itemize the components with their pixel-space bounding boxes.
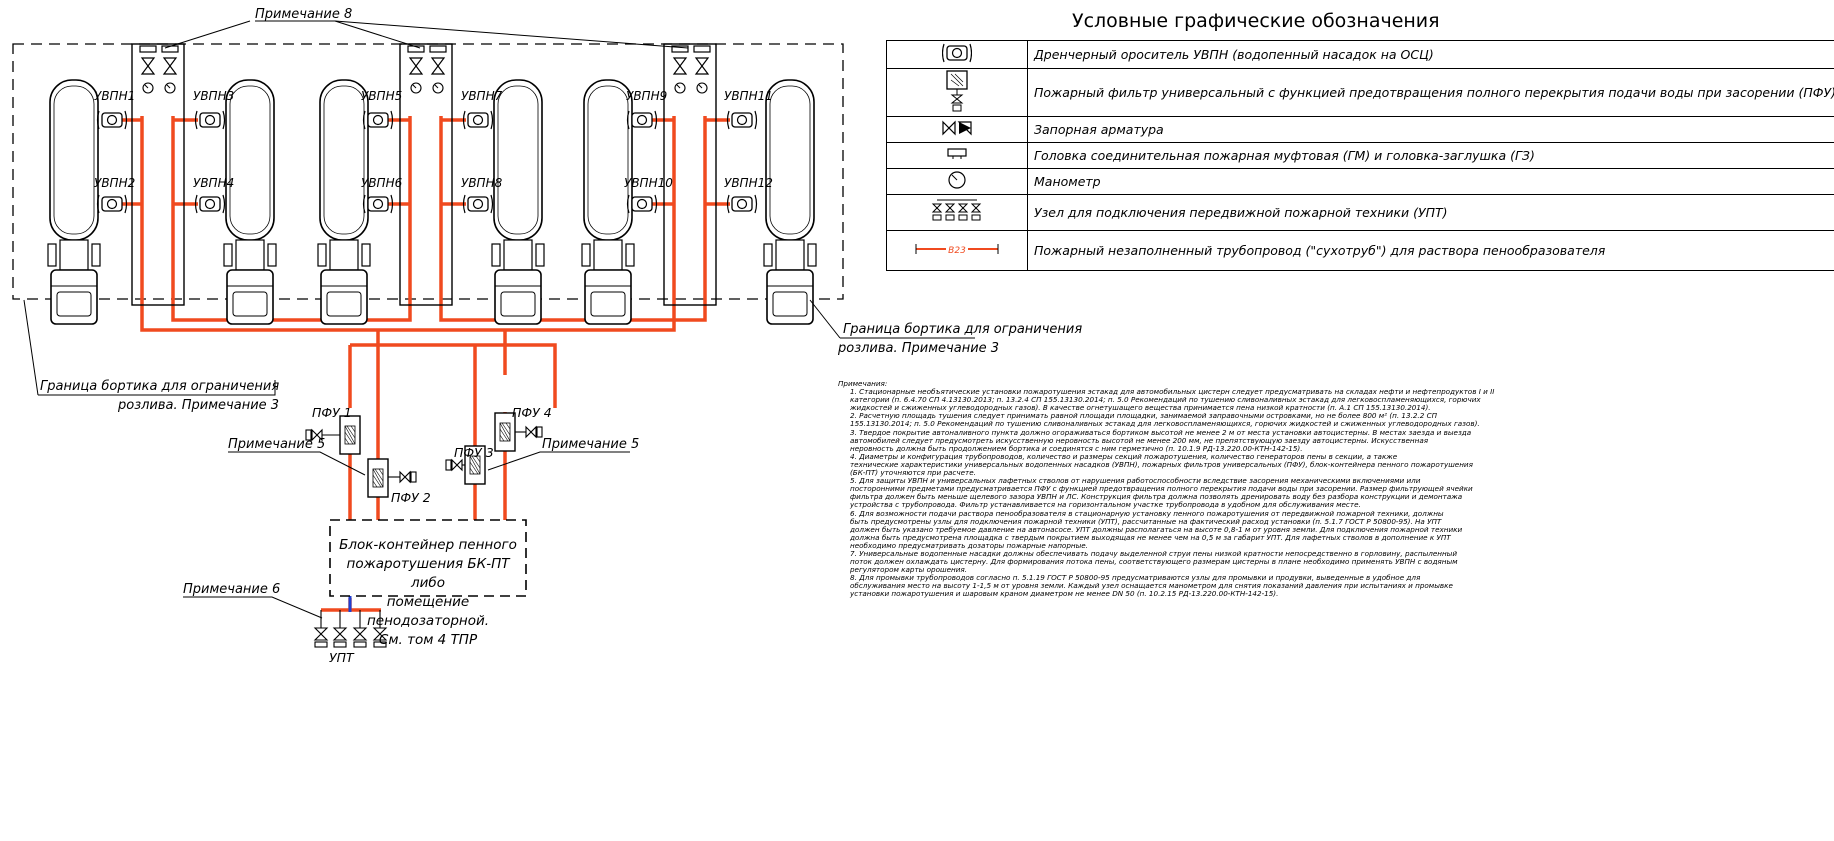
upt-label: УПТ <box>329 650 355 665</box>
note-line: жидкостей и сжиженных углеводородных газ… <box>850 403 1431 413</box>
legend-row: В23 Пожарный незаполненный трубопровод (… <box>886 230 1834 271</box>
legend-text: Запорная арматура <box>1027 116 1834 143</box>
legend-title: Условные графические обозначения <box>1072 10 1440 32</box>
border-note-right-line1: Граница бортика для ограничения <box>843 322 1082 337</box>
coupling-head-icon <box>886 142 1028 169</box>
uvpn-label: УВПН3 <box>193 89 234 103</box>
note-line: фильтра должен быть меньше щелевого зазо… <box>850 492 1463 502</box>
note5-leaders <box>228 451 630 476</box>
bk-pt-description: Блок-контейнер пенного пожаротушения БК-… <box>330 536 526 650</box>
manometer-icon <box>886 168 1028 195</box>
dry-pipe-icon: В23 <box>886 230 1028 271</box>
note-line: регулятором карты орошения. <box>850 565 967 575</box>
bk-pt-container <box>329 519 527 597</box>
pfu-label: ПФУ 3 <box>454 445 494 460</box>
note-line: 155.13130.2014; п. 5.0 Рекомендаций по т… <box>850 419 1480 429</box>
uvpn-label: УВПН10 <box>624 176 673 190</box>
sprinkler-icon <box>886 40 1028 69</box>
note-line: технические характеристики универсальных… <box>850 459 1473 469</box>
note-line: устройства с трубопровода. Фильтр устана… <box>850 500 1361 510</box>
uvpn-label: УВПН12 <box>724 176 773 190</box>
notes-lines: 1. Стационарные необъятические установки… <box>838 387 1834 599</box>
note-line: 1. Стационарные необъятические установки… <box>850 387 1495 397</box>
uvpn-label: УВПН5 <box>361 89 402 103</box>
note-line: посторонними предметами предусматриваетс… <box>850 484 1473 494</box>
notes-block: Примечания: 1. Стационарные необъятическ… <box>838 379 1834 599</box>
legend-text: Пожарный незаполненный трубопровод ("сух… <box>1027 230 1834 271</box>
note8-label: Примечание 8 <box>255 7 352 22</box>
note-line: должна быть предусмотрена площадка с тве… <box>850 532 1451 542</box>
note-line: 5. Для защиты УВПН и универсальных лафет… <box>850 476 1421 486</box>
note-line: должен быть указано требуемое давление н… <box>850 524 1463 534</box>
uvpn-label: УВПН11 <box>724 89 773 103</box>
upt-node <box>313 610 388 648</box>
uvpn-label: УВПН9 <box>626 89 667 103</box>
border-leaders <box>23 299 975 396</box>
note-line: 4. Диаметры и конфигурация трубопроводов… <box>850 451 1398 461</box>
legend-text: Дренчерный ороситель УВПН (водопенный на… <box>1027 40 1834 69</box>
note-line: установки пожаротушения и шаровым краном… <box>850 589 1279 599</box>
fire-connection-icon <box>886 194 1028 231</box>
note-line: (БК-ПТ) уточняются при расчете. <box>850 468 976 478</box>
note-line: 7. Универсальные водопенные насадки долж… <box>850 548 1458 558</box>
note-line: неровность должна быть продолжением борт… <box>850 443 1303 453</box>
uvpn-label: УВПН6 <box>361 176 403 190</box>
legend-table: Дренчерный ороситель УВПН (водопенный на… <box>886 40 1834 271</box>
note-line: категории (п. 6.4.70 СП 4.13130.2013; п.… <box>850 395 1481 405</box>
sprinklers <box>96 110 758 214</box>
border-note-left-line1: Граница бортика для ограничения <box>40 379 279 394</box>
note-line: 2. Расчетную площадь тушения следует при… <box>850 411 1437 421</box>
legend-row: Головка соединительная пожарная муфтовая… <box>886 142 1834 169</box>
filter-drain-valves <box>305 425 543 484</box>
legend-text: Пожарный фильтр универсальный с функцией… <box>1027 68 1834 117</box>
bk-line: Блок-контейнер пенного <box>339 537 517 553</box>
note-line: быть предусмотрены узлы для подключения … <box>850 516 1442 526</box>
uvpn-label: УВПН1 <box>94 89 135 103</box>
dry-pipe-label: В23 <box>948 246 966 256</box>
legend-row: Запорная арматура <box>886 116 1834 143</box>
note-line: обслуживания место на высоту 1-1,5 м от … <box>850 581 1453 591</box>
pfu-label: ПФУ 1 <box>312 405 352 420</box>
legend-row: Пожарный фильтр универсальный с функцией… <box>886 68 1834 117</box>
notes-heading: Примечания: <box>838 379 888 388</box>
bk-line: помещение пенодозаторной. <box>366 594 490 629</box>
note5-right-label: Примечание 5 <box>542 437 639 452</box>
note-line: 3. Твердое покрытие автоналивного пункта… <box>850 427 1472 437</box>
note-line: поток должен охлаждать цистерну. Для фор… <box>850 557 1458 567</box>
valve-icon <box>886 116 1028 143</box>
foam-pipework <box>120 116 730 612</box>
uvpn-label: УВПН4 <box>193 176 234 190</box>
bk-line: См. том 4 ТПР <box>378 632 478 648</box>
uvpn-label: УВПН7 <box>461 89 503 103</box>
note-line: 6. Для возможности подачи раствора пеноо… <box>850 508 1444 518</box>
legend-text: Головка соединительная пожарная муфтовая… <box>1027 142 1834 169</box>
legend-row: Узел для подключения передвижной пожарно… <box>886 194 1834 231</box>
tanker-trucks <box>47 79 817 325</box>
border-note-left-line2: розлива. Примечание 3 <box>117 398 279 413</box>
legend-row: Дренчерный ороситель УВПН (водопенный на… <box>886 40 1834 69</box>
note-line: автомобилей следует предусмотреть искусс… <box>850 435 1429 445</box>
note6-label: Примечание 6 <box>183 582 280 597</box>
pfu-label: ПФУ 4 <box>512 405 552 420</box>
note-line: 8. Для промывки трубопроводов согласно п… <box>850 573 1421 583</box>
note8-leaders <box>164 20 689 49</box>
legend-row: Манометр <box>886 168 1834 195</box>
border-note-right-line2: розлива. Примечание 3 <box>837 341 999 356</box>
spill-border <box>12 43 844 300</box>
note5-left-label: Примечание 5 <box>228 437 325 452</box>
bk-line: пожаротушения БК-ПТ либо <box>346 556 510 591</box>
pfu-label: ПФУ 2 <box>391 490 431 505</box>
note-line: необходимо предусматривать дозаторы пожа… <box>850 540 1088 550</box>
note6-leader <box>183 596 323 619</box>
loading-stands <box>131 43 717 306</box>
legend-text: Манометр <box>1027 168 1834 195</box>
uvpn-label: УВПН8 <box>461 176 503 190</box>
legend-text: Узел для подключения передвижной пожарно… <box>1027 194 1834 231</box>
uvpn-label: УВПН2 <box>94 176 135 190</box>
filter-icon <box>886 68 1028 117</box>
